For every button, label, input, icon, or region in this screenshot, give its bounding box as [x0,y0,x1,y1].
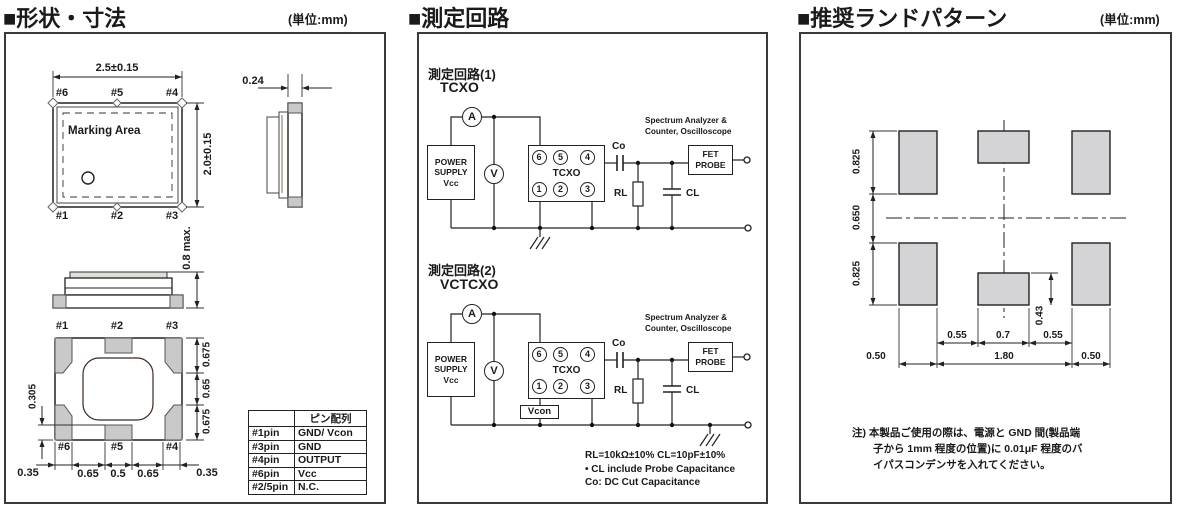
dim-bottom-1: 0.35 [17,467,39,479]
bottom-view-pin4-label: #4 [165,441,179,453]
bottom-view-pin5-label: #5 [110,441,124,453]
tcxo-pin-3: 3 [580,182,595,197]
dim-pad-offset: 0.305 [27,383,39,410]
circuit-panel [417,32,768,504]
shape-panel [4,32,386,504]
land-note-line: 子から 1mm 程度の位置)に 0.01μF 程度のバ [873,442,1083,455]
tcxo-pin-6: 6 [531,347,547,362]
co-label-2: Co [612,338,626,349]
tcxo-pin-4: 4 [580,150,595,165]
land-dim-row1-2: 0.7 [996,330,1010,341]
tcxo-pin-4: 4 [580,347,595,362]
fet-probe-box-1: FET PROBE [688,145,733,175]
circuit-2-wires [450,311,752,447]
land-section-title: ■推奨ランドパターン [797,6,1008,31]
rl-label-2: RL [614,385,628,396]
land-note-line: 注) 本製品ご使用の際は、電源と GND 間(製品端 [852,427,1081,439]
dim-max-height: 0.8 max. [181,226,193,270]
tcxo-box-label: TCXO [552,365,581,376]
fet-probe-box-2: FET PROBE [688,342,733,372]
ammeter-2: A [462,304,482,324]
land-note: 注) 本製品ご使用の際は、電源と GND 間(製品端 子から 1mm 程度の位置… [852,426,1167,473]
dim-lead-thickness: 0.24 [242,75,264,87]
bottom-view-pin1-label: #1 [55,320,69,332]
dim-bottom-3: 0.5 [110,468,126,480]
tcxo-pin-1: 1 [531,182,547,197]
top-view-pin5-label: #5 [110,87,124,99]
circuit1-label: 測定回路(1) [428,67,496,82]
tcxo-pin-1: 1 [531,379,547,394]
tcxo-pin-2: 2 [553,182,568,197]
top-view-pin3-label: #3 [165,210,179,222]
tcxo-box-1: 6 5 4 1 2 3 TCXO [528,145,605,202]
top-view-pin6-label: #6 [55,87,69,99]
pin-table-header: ピン配列 [294,410,367,427]
dim-bottom-2: 0.65 [77,468,99,480]
land-dim-row2-2: 1.80 [994,351,1014,362]
top-view-pin4-label: #4 [165,87,179,99]
land-dim-left-3: 0.825 [851,260,863,287]
circuit-1-wires [450,114,752,250]
tcxo-pin-2: 2 [553,379,568,394]
rl-label-1: RL [614,188,628,199]
tcxo-pin-3: 3 [580,379,595,394]
cl-label-2: CL [686,385,700,396]
top-view-drawing [47,71,204,213]
land-panel [799,32,1172,504]
bottom-view-pin6-label: #6 [57,441,71,453]
circuit2-label: 測定回路(2) [428,263,496,278]
voltmeter-2: V [484,361,504,381]
land-unit-label: (単位:mm) [1100,13,1160,27]
tcxo-pin-6: 6 [531,150,547,165]
side-view-drawing [258,74,332,208]
land-dim-row1-3: 0.55 [1043,330,1063,341]
land-dim-row2-1: 0.50 [866,351,886,362]
power-supply-box-1: POWER SUPPLY Vcc [427,145,475,200]
shape-unit-label: (単位:mm) [288,13,348,27]
land-dim-row2-3: 0.50 [1081,351,1101,362]
dim-bottom-4: 0.65 [137,468,159,480]
land-dim-row1-1: 0.55 [947,330,967,341]
power-supply-box-2: POWER SUPPLY Vcc [427,342,475,397]
dim-pad-pitch-3: 0.675 [201,408,213,435]
tcxo-pin-5: 5 [553,150,568,165]
dim-package-width: 2.5±0.15 [95,62,139,74]
front-view-drawing [52,271,204,309]
land-pattern-drawing [869,120,1126,368]
circuit-notes: RL=10kΩ±10% CL=10pF±10% • CL include Pro… [585,450,736,488]
dim-package-height: 2.0±0.15 [202,132,214,176]
co-label-1: Co [612,141,626,152]
cl-label-1: CL [686,188,700,199]
shape-section-title: ■形状・寸法 [3,6,127,31]
circuit-section-title: ■測定回路 [408,6,510,31]
ammeter-1: A [462,107,482,127]
bottom-view-pin3-label: #3 [165,320,179,332]
bottom-view-pin2-label: #2 [110,320,124,332]
analyzer-label-1: Spectrum Analyzer & Counter, Oscilloscop… [645,116,732,136]
top-view-pin1-label: #1 [55,210,69,222]
tcxo-pin-5: 5 [553,347,568,362]
land-note-line: イパスコンデンサを入れてください。 [873,458,1051,471]
bottom-view-drawing [36,337,204,470]
vcon-box: Vcon [520,405,559,419]
analyzer-label-2: Spectrum Analyzer & Counter, Oscilloscop… [645,313,732,333]
tcxo-box-2: 6 5 4 1 2 3 TCXO [528,342,605,399]
top-view-pin2-label: #2 [110,210,124,222]
tcxo-box-label: TCXO [552,168,581,179]
circuit1-type-label: TCXO [440,79,479,95]
circuit2-type-label: VCTCXO [440,276,499,292]
marking-area-label: Marking Area [68,125,141,137]
dim-bottom-5: 0.35 [196,467,218,479]
voltmeter-1: V [484,164,504,184]
